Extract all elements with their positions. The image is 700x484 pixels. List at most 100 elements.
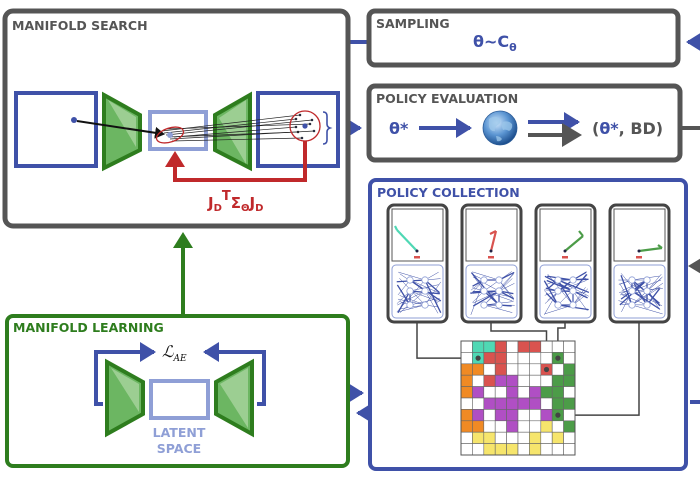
sampling-formula: θ~Cθ <box>473 32 517 54</box>
archive-cell-marker <box>555 412 561 418</box>
network-node <box>421 276 429 284</box>
network-edge <box>498 279 514 298</box>
archive-cell <box>472 363 485 376</box>
archive-cell <box>460 409 473 422</box>
archive-cell <box>494 420 507 433</box>
jacobian-mapping-lines <box>161 113 316 142</box>
mapping-line <box>165 119 313 136</box>
globe-icon <box>482 110 518 146</box>
jacobian-formula: JDTΣΘJD <box>207 189 263 214</box>
robot-arm-base <box>563 249 567 253</box>
archive-cell <box>529 397 542 410</box>
archive-cell <box>563 443 576 456</box>
archive-cell <box>472 374 485 387</box>
policy-card <box>460 203 523 324</box>
archive-cell <box>506 352 519 365</box>
network-edge <box>621 290 633 313</box>
sample-point <box>71 117 77 123</box>
archive-cell <box>517 397 530 410</box>
archive-cell <box>540 386 553 399</box>
archive-cell <box>460 420 473 433</box>
archive-cell <box>483 386 496 399</box>
archive-cell <box>563 352 576 365</box>
network-edge <box>483 290 513 302</box>
archive-cell <box>472 431 485 444</box>
autoencoder-loss-label: ℒAE <box>162 342 187 364</box>
network-node <box>569 276 577 284</box>
network-node <box>643 276 651 284</box>
network-edge <box>631 286 661 306</box>
network-edge <box>543 280 559 306</box>
archive-cell <box>540 431 553 444</box>
archive-cell <box>529 420 542 433</box>
policy-network-icon <box>470 271 515 315</box>
archive-cell <box>563 409 576 422</box>
robot-arm-link <box>564 235 584 252</box>
network-edge <box>472 290 500 307</box>
target-marker <box>562 256 568 259</box>
manifold-learning-title: MANIFOLD LEARNING <box>13 320 164 335</box>
archive-cell <box>563 431 576 444</box>
policy-network-icon <box>396 271 442 314</box>
archive-cell <box>529 409 542 422</box>
archive-cell <box>494 352 507 365</box>
archive-cell <box>483 431 496 444</box>
network-node <box>406 287 414 295</box>
archive-cell <box>551 363 564 376</box>
robot-arm-base <box>415 249 419 253</box>
network-edge <box>572 288 589 306</box>
archive-cell <box>460 386 473 399</box>
network-edge <box>620 275 633 306</box>
archive-cell <box>506 431 519 444</box>
archive-cell <box>551 420 564 433</box>
archive-cell <box>540 352 553 365</box>
policy-card <box>608 203 671 324</box>
policy-collection-panel: POLICY COLLECTION <box>368 178 688 471</box>
robot-arm-link <box>396 229 418 252</box>
archive-cell <box>563 374 576 387</box>
archive-cell <box>494 443 507 456</box>
latent-space-label-line1: LATENT <box>153 425 206 440</box>
mapped-sample-point <box>308 122 312 126</box>
network-node <box>421 287 429 295</box>
mapped-sample-point <box>294 117 298 121</box>
network-edge <box>424 290 439 314</box>
network-node <box>554 276 562 284</box>
behavior-brace <box>322 111 333 145</box>
archive-cell <box>472 340 485 353</box>
network-edge <box>546 279 574 292</box>
network-node <box>480 301 488 309</box>
archive-cell <box>517 420 530 433</box>
archive-cell <box>517 443 530 456</box>
loss-left-arrow <box>94 342 156 406</box>
mapped-sample-point <box>298 113 302 117</box>
encoder-trapezoid <box>102 91 142 172</box>
archive-cell <box>529 443 542 456</box>
mapped-sample-point <box>300 136 304 140</box>
archive-cell <box>460 431 473 444</box>
encode-arrow <box>76 120 165 139</box>
network-edge <box>398 304 426 312</box>
mapping-line <box>169 130 315 140</box>
archive-cell <box>540 374 553 387</box>
archive-cell <box>506 374 519 387</box>
robot-arm-base <box>637 249 641 253</box>
archive-cell <box>483 363 496 376</box>
policy-card <box>386 203 449 324</box>
archive-cell <box>563 397 576 410</box>
network-edge <box>398 271 426 281</box>
archive-cell-marker <box>555 355 561 361</box>
archive-cell <box>563 420 576 433</box>
archive-cell <box>460 397 473 410</box>
latent-box <box>148 110 208 151</box>
evaluation-output: (θ*, BD) <box>592 119 663 138</box>
archive-cell <box>551 431 564 444</box>
network-edge <box>483 304 513 313</box>
arm-render-view <box>613 208 666 262</box>
network-edge <box>557 279 590 294</box>
archive-cell <box>563 386 576 399</box>
network-node <box>643 287 651 295</box>
archive-cell <box>483 443 496 456</box>
learning-encoder-trapezoid <box>105 358 145 438</box>
arm-render-view <box>465 208 518 262</box>
